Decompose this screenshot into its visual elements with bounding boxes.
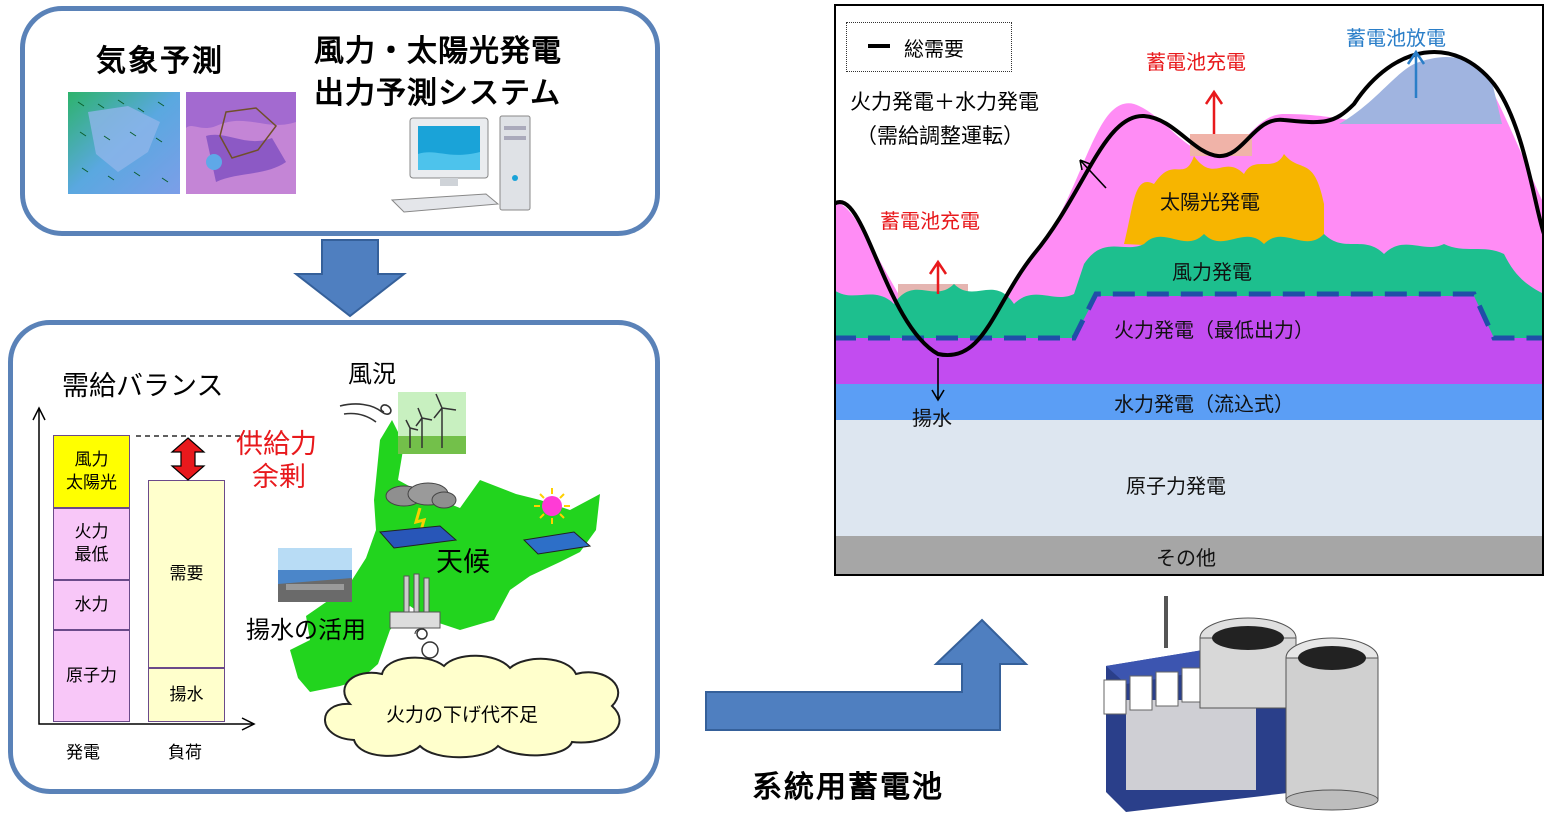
charge-label-left: 蓄電池充電	[880, 209, 980, 233]
flow-arrow-down	[293, 239, 407, 318]
gen-stack-nuclear: 原子力	[53, 630, 130, 722]
map-label-wind: 風況	[348, 360, 396, 388]
map-label-pumped: 揚水の活用	[246, 616, 366, 644]
surplus-double-arrow	[170, 437, 206, 481]
hokkaido-map	[290, 420, 600, 692]
annot-thermal-hydro-line2: （需給調整運転）	[856, 124, 1024, 148]
cloudy-solar-image	[378, 482, 458, 549]
legend-line-marker	[868, 44, 890, 48]
flow-arrow-bent	[705, 618, 1029, 731]
balance-title: 需給バランス	[62, 371, 224, 402]
dam-image	[278, 548, 352, 602]
charge-label-mid: 蓄電池充電	[1146, 50, 1246, 74]
load-stack-pumped: 揚水	[148, 668, 225, 722]
cloud-text: 火力の下げ代不足	[386, 704, 539, 726]
computer-icon	[390, 115, 531, 213]
gen-stack-thermal-min: 火力最低	[53, 508, 130, 580]
gen-stack-wind-solar: 風力太陽光	[53, 435, 130, 508]
discharge-label: 蓄電池放電	[1346, 26, 1446, 50]
layer-solar: 太陽光発電	[1160, 190, 1260, 214]
axis-label-load: 負荷	[168, 743, 202, 763]
balance-axes	[32, 406, 262, 731]
axis-label-generation: 発電	[66, 743, 100, 763]
surplus-label-line2: 余剰	[252, 462, 306, 493]
layer-other: その他	[1156, 546, 1216, 570]
surplus-label-line1: 供給力	[236, 429, 317, 460]
legend-label: 総需要	[904, 37, 964, 61]
layer-wind: 風力発電	[1172, 260, 1252, 284]
system-title-line1: 風力・太陽光発電	[314, 34, 562, 69]
load-stack-demand: 需要	[148, 480, 225, 668]
cloud-bubble	[324, 654, 621, 759]
supply-stack-chart	[834, 4, 1544, 576]
pumped-label: 揚水	[912, 406, 952, 430]
layer-nuclear: 原子力発電	[1126, 474, 1226, 498]
wind-turbine-image	[398, 392, 466, 454]
thought-bubble-dots	[416, 628, 439, 659]
system-title-line2: 出力予測システム	[314, 76, 562, 111]
layer-thermal-min: 火力発電（最低出力）	[1114, 318, 1314, 342]
power-plant-image	[389, 573, 441, 634]
map-label-weather: 天候	[436, 547, 490, 578]
weather-forecast-title: 気象予測	[96, 44, 224, 79]
layer-hydro: 水力発電（流込式）	[1114, 392, 1294, 416]
gen-stack-hydro: 水力	[53, 580, 130, 630]
battery-label: 系統用蓄電池	[752, 770, 944, 805]
annot-thermal-hydro-line1: 火力発電＋水力発電	[850, 90, 1039, 114]
grid-battery-image	[1103, 596, 1379, 812]
wind-swirl-icon	[339, 403, 392, 423]
weather-map-precip-image	[186, 92, 296, 194]
sunny-solar-image	[522, 488, 592, 555]
weather-map-wind-image	[68, 92, 180, 194]
